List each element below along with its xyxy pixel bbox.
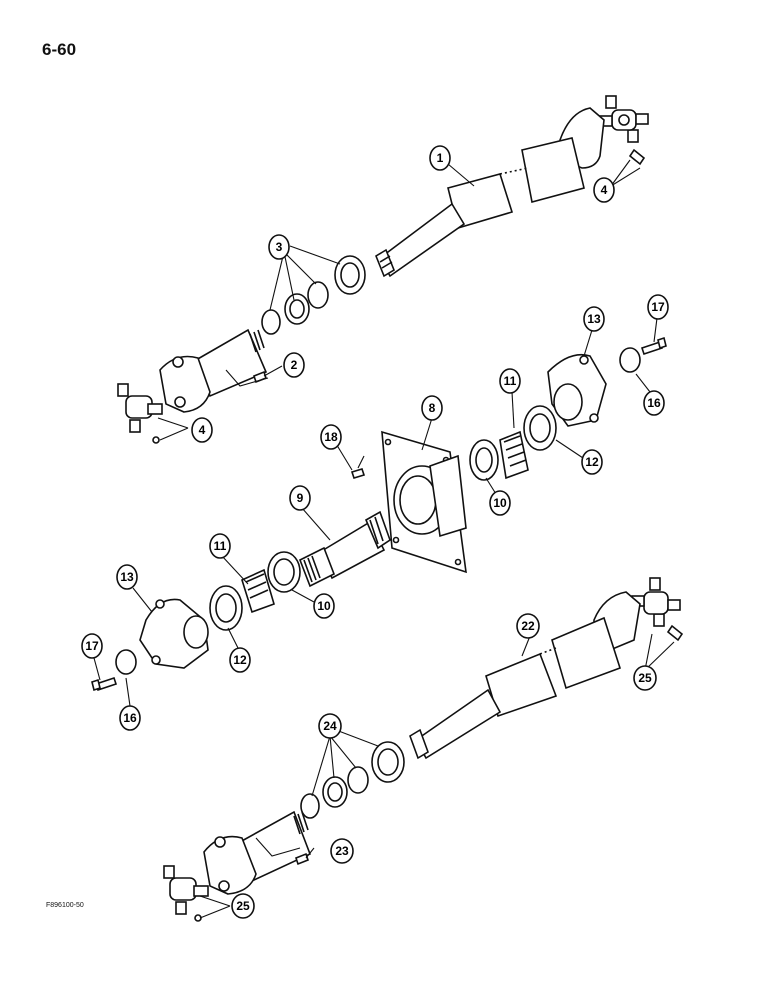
callout-25-left: 25 bbox=[231, 893, 255, 919]
callout-2: 2 bbox=[283, 352, 305, 378]
callout-11-left: 11 bbox=[209, 533, 231, 559]
figure-code: F896100-50 bbox=[46, 902, 84, 909]
lower-left-u-joint bbox=[163, 865, 209, 922]
svg-text:17: 17 bbox=[85, 639, 99, 653]
svg-text:11: 11 bbox=[504, 374, 517, 388]
svg-text:17: 17 bbox=[651, 300, 665, 314]
svg-text:13: 13 bbox=[120, 570, 134, 584]
callout-13-left: 13 bbox=[116, 564, 138, 590]
callout-25-right: 25 bbox=[633, 665, 657, 691]
lower-right-u-joint bbox=[631, 577, 684, 642]
callout-13-right: 13 bbox=[583, 306, 605, 332]
callout-24: 24 bbox=[318, 713, 342, 739]
callout-3: 3 bbox=[268, 234, 290, 260]
callout-4-upper-right: 4 bbox=[593, 177, 615, 203]
callout-17-right: 17 bbox=[647, 294, 669, 320]
svg-text:25: 25 bbox=[236, 899, 250, 913]
upper-left-u-joint bbox=[117, 383, 163, 444]
svg-text:12: 12 bbox=[233, 653, 247, 667]
callout-10-right: 10 bbox=[489, 490, 511, 516]
callout-23: 23 bbox=[330, 838, 354, 864]
callout-17-left: 17 bbox=[81, 633, 103, 659]
callout-9: 9 bbox=[289, 485, 311, 511]
svg-text:25: 25 bbox=[638, 671, 652, 685]
leader-lines bbox=[93, 159, 675, 919]
svg-text:11: 11 bbox=[214, 539, 227, 553]
svg-text:23: 23 bbox=[335, 844, 349, 858]
svg-text:2: 2 bbox=[291, 358, 298, 372]
callout-12-right: 12 bbox=[581, 449, 603, 475]
svg-text:3: 3 bbox=[276, 240, 283, 254]
svg-text:18: 18 bbox=[324, 430, 338, 444]
callout-16-right: 16 bbox=[643, 390, 665, 416]
callout-10-left: 10 bbox=[313, 593, 335, 619]
callout-11-right: 11 bbox=[499, 368, 521, 394]
center-bearing-assembly bbox=[91, 336, 667, 692]
svg-text:9: 9 bbox=[297, 491, 304, 505]
svg-text:24: 24 bbox=[323, 719, 337, 733]
svg-text:10: 10 bbox=[493, 496, 507, 510]
callout-1: 1 bbox=[429, 145, 451, 171]
svg-text:4: 4 bbox=[199, 423, 206, 437]
upper-drive-shaft bbox=[117, 95, 649, 444]
svg-text:4: 4 bbox=[601, 183, 608, 197]
callout-4-upper-left: 4 bbox=[191, 417, 213, 443]
svg-text:16: 16 bbox=[647, 396, 661, 410]
svg-text:10: 10 bbox=[317, 599, 331, 613]
callout-18: 18 bbox=[320, 424, 342, 450]
callout-22: 22 bbox=[516, 613, 540, 639]
svg-text:1: 1 bbox=[437, 151, 444, 165]
svg-text:22: 22 bbox=[521, 619, 535, 633]
svg-text:13: 13 bbox=[587, 312, 601, 326]
callouts: 1 2 3 4 4 8 9 10 10 11 11 12 12 13 13 16… bbox=[81, 145, 669, 919]
page-number: 6-60 bbox=[42, 40, 77, 59]
callout-8: 8 bbox=[421, 395, 443, 421]
svg-text:8: 8 bbox=[429, 401, 436, 415]
upper-right-u-joint bbox=[599, 95, 649, 166]
svg-text:16: 16 bbox=[123, 711, 137, 725]
lower-drive-shaft bbox=[163, 577, 684, 922]
callout-12-left: 12 bbox=[229, 647, 251, 673]
svg-text:12: 12 bbox=[585, 455, 599, 469]
callout-16-left: 16 bbox=[119, 705, 141, 731]
